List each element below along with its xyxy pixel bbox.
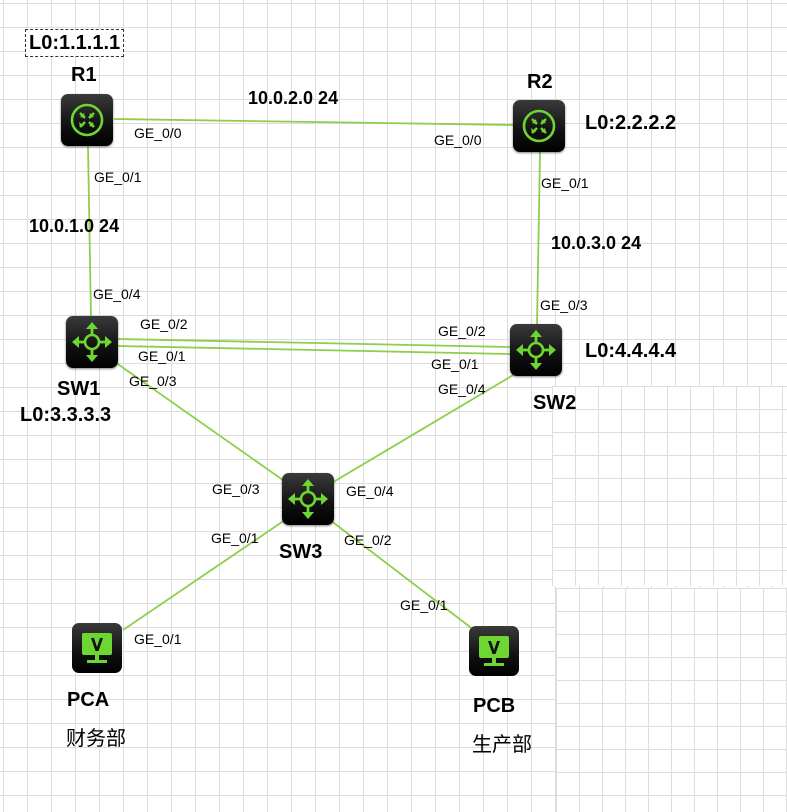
r2-name-label: R2 bbox=[527, 71, 553, 93]
net-r1-r2-label: 10.0.2.0 24 bbox=[248, 88, 339, 108]
port-pca-ge01: GE_0/1 bbox=[134, 631, 182, 647]
sw2-name-label: SW2 bbox=[533, 392, 577, 414]
pc-monitor-icon bbox=[82, 633, 112, 663]
link-r1-r2[interactable] bbox=[113, 118, 514, 126]
link-r1-sw1[interactable] bbox=[87, 145, 92, 319]
port-sw3-ge03: GE_0/3 bbox=[212, 481, 260, 497]
port-sw1-ge04: GE_0/4 bbox=[93, 286, 141, 302]
port-sw2-ge04: GE_0/4 bbox=[438, 381, 486, 397]
router-r1[interactable] bbox=[61, 94, 113, 146]
link-r2-sw2[interactable] bbox=[536, 151, 541, 326]
port-r1-ge00: GE_0/0 bbox=[134, 125, 182, 141]
pca-dept-label: 财务部 bbox=[66, 726, 126, 750]
link-sw1-sw2-b[interactable] bbox=[117, 345, 511, 355]
port-pcb-ge01: GE_0/1 bbox=[400, 597, 448, 613]
port-sw3-ge01: GE_0/1 bbox=[211, 530, 259, 546]
router-icon bbox=[522, 109, 556, 143]
switch-sw3[interactable] bbox=[282, 473, 334, 525]
grid-patch-1 bbox=[552, 386, 787, 586]
pc-pca[interactable] bbox=[72, 623, 122, 673]
port-r1-ge01: GE_0/1 bbox=[94, 169, 142, 185]
switch-icon bbox=[288, 479, 328, 519]
link-sw3-pca[interactable] bbox=[122, 517, 289, 631]
port-sw1-ge02: GE_0/2 bbox=[140, 316, 188, 332]
sw1-loopback-label: L0:3.3.3.3 bbox=[20, 404, 112, 426]
port-r2-ge01: GE_0/1 bbox=[541, 175, 589, 191]
port-sw3-ge04: GE_0/4 bbox=[346, 483, 394, 499]
link-sw2-sw3[interactable] bbox=[329, 370, 521, 485]
net-r2-sw2-label: 10.0.3.0 24 bbox=[551, 233, 642, 253]
grid-patch-2 bbox=[556, 588, 787, 812]
port-sw1-ge03: GE_0/3 bbox=[129, 373, 177, 389]
port-sw3-ge02: GE_0/2 bbox=[344, 532, 392, 548]
sw3-name-label: SW3 bbox=[279, 541, 323, 563]
pca-name-label: PCA bbox=[67, 689, 110, 711]
r1-name-label: R1 bbox=[71, 64, 97, 86]
pc-monitor-icon bbox=[479, 636, 509, 666]
sw1-name-label: SW1 bbox=[57, 378, 101, 400]
link-sw1-sw3[interactable] bbox=[111, 359, 291, 486]
switch-icon bbox=[72, 322, 112, 362]
switch-sw2[interactable] bbox=[510, 324, 562, 376]
link-sw1-sw2-a[interactable] bbox=[117, 338, 511, 348]
pcb-dept-label: 生产部 bbox=[472, 732, 532, 756]
switch-sw1[interactable] bbox=[66, 316, 118, 368]
port-sw2-ge01: GE_0/1 bbox=[431, 356, 479, 372]
r1-loopback-label: L0:1.1.1.1 bbox=[25, 29, 125, 57]
port-sw2-ge02: GE_0/2 bbox=[438, 323, 486, 339]
net-r1-sw1-label: 10.0.1.0 24 bbox=[29, 216, 120, 236]
sw2-loopback-label: L0:4.4.4.4 bbox=[585, 340, 677, 362]
router-r2[interactable] bbox=[513, 100, 565, 152]
port-sw1-ge01: GE_0/1 bbox=[138, 348, 186, 364]
router-icon bbox=[70, 103, 104, 137]
port-sw2-ge03: GE_0/3 bbox=[540, 297, 588, 313]
pcb-name-label: PCB bbox=[473, 695, 516, 717]
switch-icon bbox=[516, 330, 556, 370]
r2-loopback-label: L0:2.2.2.2 bbox=[585, 112, 677, 134]
link-sw3-pcb[interactable] bbox=[329, 519, 475, 631]
pc-pcb[interactable] bbox=[469, 626, 519, 676]
port-r2-ge00: GE_0/0 bbox=[434, 132, 482, 148]
